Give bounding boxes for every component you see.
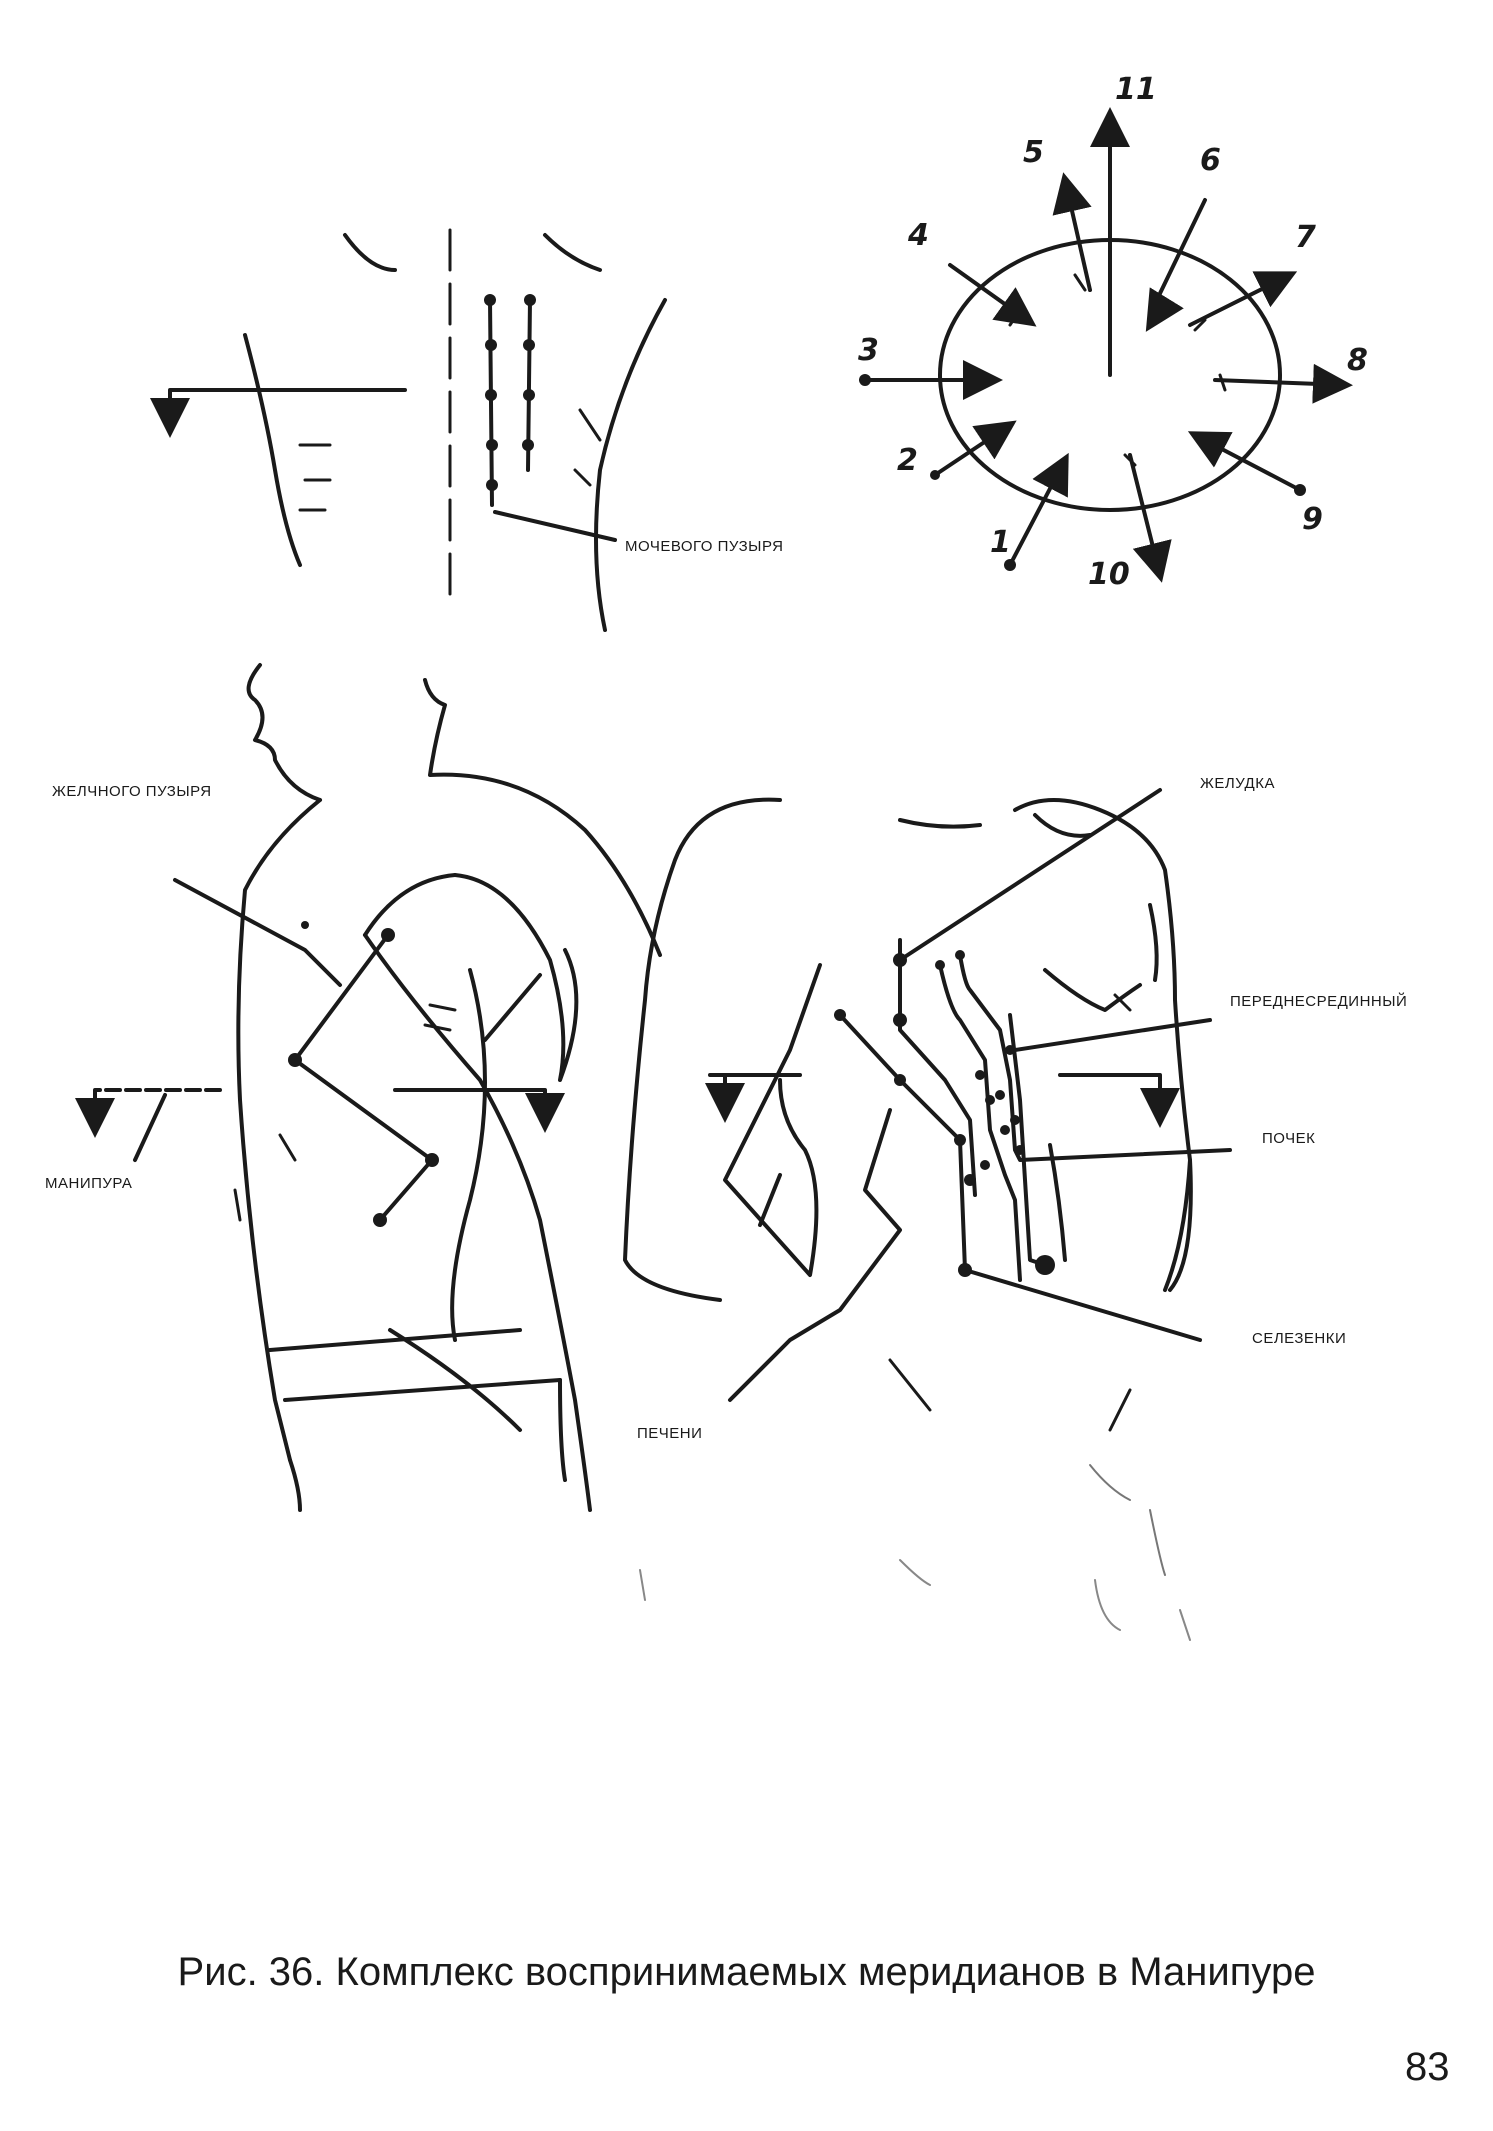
wheel-number-2: 2 [897, 443, 918, 478]
gallbladder-points [288, 921, 439, 1227]
meridian-wheel [859, 107, 1353, 583]
label-stomach: ЖЕЛУДКА [1200, 775, 1275, 792]
label-manipura: МАНИПУРА [45, 1175, 133, 1192]
wheel-number-4: 4 [908, 218, 929, 253]
label-spleen: СЕЛЕЗЕНКИ [1252, 1330, 1347, 1347]
label-anterior-median: ПЕРЕДНЕСРЕДИННЫЙ [1230, 993, 1408, 1010]
figure-caption: Рис. 36. Комплекс воспринимаемых меридиа… [177, 1950, 1316, 1994]
page-number: 83 [1405, 2045, 1450, 2089]
label-bladder: МОЧЕВОГО ПУЗЫРЯ [625, 538, 784, 555]
side-figure [75, 663, 662, 1512]
front-torso [623, 788, 1232, 1641]
label-kidneys: ПОЧЕК [1262, 1130, 1316, 1147]
wheel-number-3: 3 [858, 333, 879, 368]
label-gallbladder: ЖЕЛЧНОГО ПУЗЫРЯ [52, 783, 212, 800]
wheel-number-1: 1 [990, 525, 1011, 560]
back-figure [150, 228, 667, 632]
wheel-number-6: 6 [1200, 143, 1221, 178]
meridian-diagram [75, 107, 1353, 1641]
wheel-number-9: 9 [1302, 502, 1323, 537]
bladder-points [484, 294, 536, 491]
wheel-number-8: 8 [1347, 343, 1368, 378]
label-liver: ПЕЧЕНИ [637, 1425, 703, 1442]
front-meridian-points [834, 950, 1055, 1277]
wheel-number-10: 10 [1088, 557, 1130, 592]
wheel-number-11: 11 [1115, 72, 1157, 107]
wheel-number-5: 5 [1023, 135, 1044, 170]
wheel-number-7: 7 [1295, 220, 1316, 255]
